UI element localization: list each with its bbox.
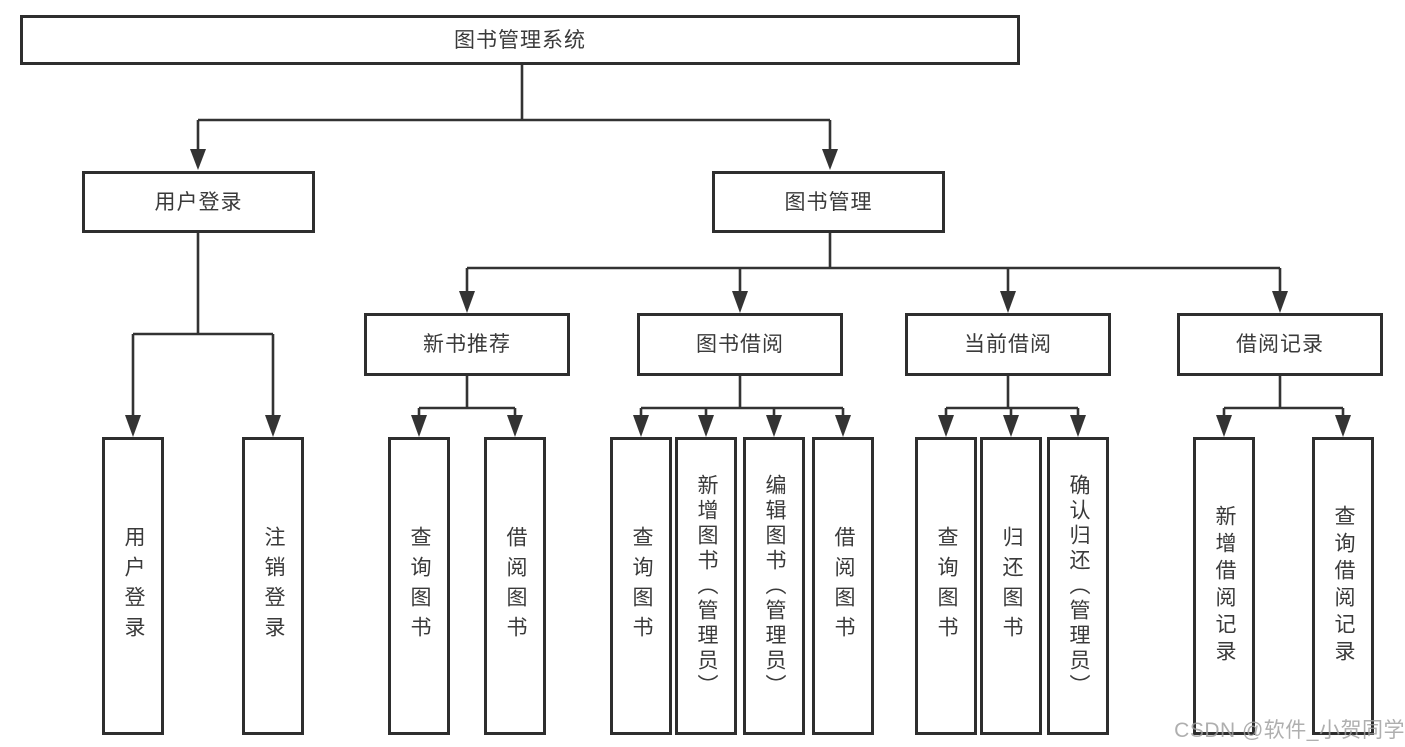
- node-current-borrowing-label: 当前借阅: [964, 333, 1052, 356]
- arrowheads: [125, 149, 1351, 437]
- node-leaf-edit-books-admin: 编辑图书（管理员）: [743, 437, 805, 735]
- node-leaf-query-borrow-record: 查询借阅记录: [1312, 437, 1374, 735]
- node-leaf-logout: 注销登录: [242, 437, 304, 735]
- node-leaf-confirm-return-admin-label: 确认归还（管理员）: [1067, 473, 1090, 699]
- node-leaf-user-login: 用户登录: [102, 437, 164, 735]
- node-library-system-label: 图书管理系统: [454, 28, 586, 52]
- node-leaf-borrow-books-1-label: 借阅图书: [504, 526, 527, 646]
- watermark-text: CSDN @软件_小贺同学: [1174, 719, 1405, 742]
- node-leaf-query-books-2: 查询图书: [610, 437, 672, 735]
- node-book-borrowing-label: 图书借阅: [696, 333, 784, 356]
- node-current-borrowing: 当前借阅: [905, 313, 1111, 376]
- node-leaf-logout-label: 注销登录: [262, 526, 285, 646]
- node-book-borrowing: 图书借阅: [637, 313, 843, 376]
- node-leaf-query-books-1-label: 查询图书: [408, 526, 431, 646]
- node-leaf-query-books-3-label: 查询图书: [935, 526, 958, 646]
- node-leaf-add-borrow-record-label: 新增借阅记录: [1213, 505, 1236, 667]
- node-user-login-label: 用户登录: [154, 190, 243, 214]
- node-leaf-confirm-return-admin: 确认归还（管理员）: [1047, 437, 1109, 735]
- node-leaf-return-books-label: 归还图书: [1000, 526, 1023, 646]
- node-leaf-return-books: 归还图书: [980, 437, 1042, 735]
- node-leaf-add-books-admin: 新增图书（管理员）: [675, 437, 737, 735]
- node-leaf-borrow-books-2-label: 借阅图书: [832, 526, 855, 646]
- node-new-book-recommend-label: 新书推荐: [423, 333, 511, 356]
- node-library-system: 图书管理系统: [20, 15, 1020, 65]
- node-leaf-query-books-3: 查询图书: [915, 437, 977, 735]
- node-leaf-borrow-books-2: 借阅图书: [812, 437, 874, 735]
- node-leaf-edit-books-admin-label: 编辑图书（管理员）: [763, 473, 786, 699]
- node-leaf-query-borrow-record-label: 查询借阅记录: [1332, 505, 1355, 667]
- node-book-management: 图书管理: [712, 171, 945, 233]
- node-leaf-borrow-books-1: 借阅图书: [484, 437, 546, 735]
- node-new-book-recommend: 新书推荐: [364, 313, 570, 376]
- node-leaf-query-books-2-label: 查询图书: [630, 526, 653, 646]
- node-leaf-add-borrow-record: 新增借阅记录: [1193, 437, 1255, 735]
- node-leaf-query-books-1: 查询图书: [388, 437, 450, 735]
- node-user-login: 用户登录: [82, 171, 315, 233]
- node-borrowing-records-label: 借阅记录: [1236, 333, 1324, 356]
- node-leaf-user-login-label: 用户登录: [122, 526, 145, 646]
- node-book-management-label: 图书管理: [784, 190, 873, 214]
- node-borrowing-records: 借阅记录: [1177, 313, 1383, 376]
- node-leaf-add-books-admin-label: 新增图书（管理员）: [695, 473, 718, 699]
